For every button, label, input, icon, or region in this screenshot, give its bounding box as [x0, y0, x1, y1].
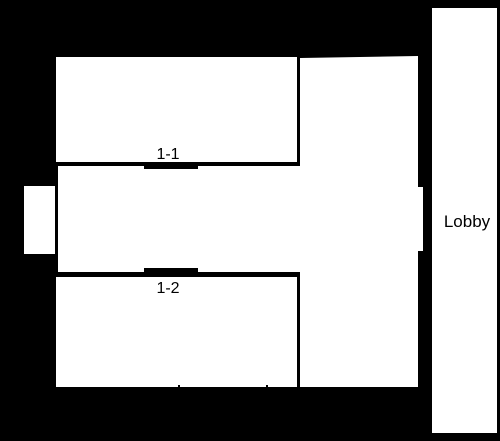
- left-entrance: [24, 186, 55, 254]
- building-right-edge: [497, 0, 500, 441]
- room-label-1-1: 1-1: [156, 146, 179, 163]
- door-room-1-2: [144, 268, 198, 274]
- right-hall: [300, 56, 418, 387]
- building-top-right-mass: [432, 0, 500, 8]
- room-1-1: [56, 57, 297, 162]
- door-room-1-1: [144, 163, 198, 169]
- lobby-label: Lobby: [444, 212, 491, 231]
- lobby-opening: [416, 187, 423, 251]
- room-label-1-2: 1-2: [156, 280, 179, 297]
- room-1-2: [56, 277, 297, 387]
- lobby-area: [434, 8, 497, 433]
- wall-tick-1: [178, 385, 180, 389]
- wall-tick-2: [266, 385, 268, 389]
- building-bottom-right-mass: [432, 433, 500, 441]
